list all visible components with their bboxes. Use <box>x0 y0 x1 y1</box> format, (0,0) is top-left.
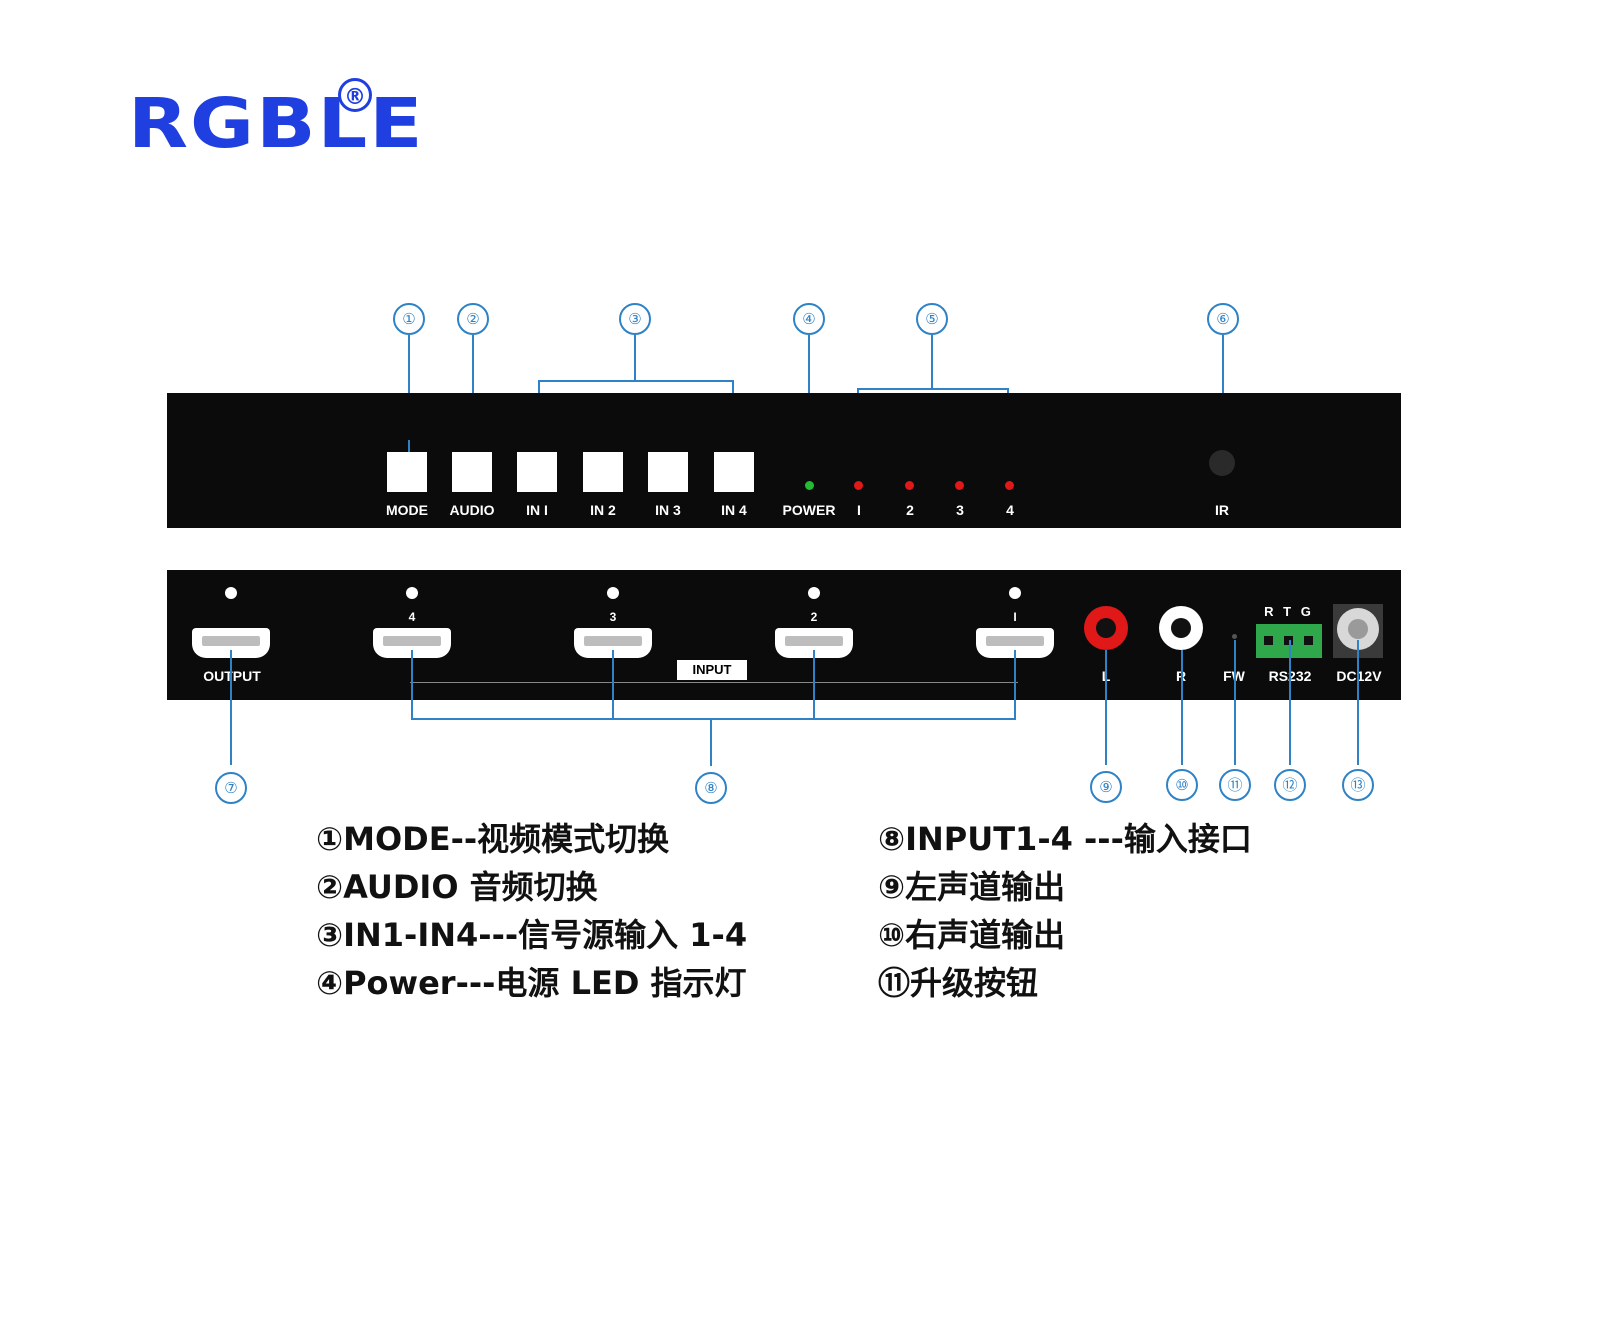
leader-line-8 <box>710 718 712 766</box>
input4-indicator <box>406 587 418 599</box>
input1-indicator <box>1009 587 1021 599</box>
mode-label: MODE <box>386 502 428 518</box>
input-group-label: INPUT <box>677 660 747 680</box>
led-label-3: 3 <box>956 502 964 518</box>
terminal-screw-icon <box>1264 636 1273 645</box>
input3-number: 3 <box>609 610 617 624</box>
led-label-4: 4 <box>1006 502 1014 518</box>
output-label: OUTPUT <box>203 668 261 684</box>
output-indicator <box>225 587 237 599</box>
legend-left-3: ③IN1-IN4---信号源输入 1-4 <box>316 916 748 954</box>
input-group-line <box>410 682 1018 683</box>
input-led-2 <box>905 481 914 490</box>
power-label: POWER <box>782 502 836 518</box>
terminal-screw-icon <box>1284 636 1293 645</box>
callout-7: ⑦ <box>215 772 247 804</box>
leader-line-10 <box>1181 650 1183 765</box>
in3-button[interactable] <box>648 452 688 492</box>
audio-right-rca-port[interactable] <box>1159 606 1203 650</box>
bracket-line-8 <box>411 718 1016 720</box>
callout-5: ⑤ <box>916 303 948 335</box>
mode-button[interactable] <box>387 452 427 492</box>
leader-tip-1 <box>408 440 410 452</box>
input4-number: 4 <box>408 610 416 624</box>
callout-2: ② <box>457 303 489 335</box>
leader-line-7 <box>230 650 232 765</box>
audio-button[interactable] <box>452 452 492 492</box>
callout-8: ⑧ <box>695 772 727 804</box>
led-label-2: 2 <box>906 502 914 518</box>
bracket-line-3 <box>538 380 734 382</box>
leader-line-13 <box>1357 640 1359 765</box>
in4-button[interactable] <box>714 452 754 492</box>
in4-label: IN 4 <box>721 502 747 518</box>
callout-12: ⑫ <box>1274 769 1306 801</box>
callout-10: ⑩ <box>1166 769 1198 801</box>
callout-9: ⑨ <box>1090 771 1122 803</box>
audio-label: AUDIO <box>449 502 495 518</box>
front-panel <box>167 393 1401 528</box>
leader-line-3 <box>634 335 636 381</box>
hdmi-input-3-port[interactable] <box>574 628 652 658</box>
in3-label: IN 3 <box>655 502 681 518</box>
callout-3: ③ <box>619 303 651 335</box>
audio-left-rca-port[interactable] <box>1084 606 1128 650</box>
brand-logo: RGBLE <box>128 84 425 164</box>
rs232-pin-labels: R T G <box>1264 604 1314 619</box>
leader-line-12 <box>1289 640 1291 765</box>
input2-number: 2 <box>810 610 818 624</box>
bracket-leg-8d <box>1014 650 1016 720</box>
in2-label: IN 2 <box>590 502 616 518</box>
callout-4: ④ <box>793 303 825 335</box>
legend-right-1: ⑧INPUT1-4 ---输入接口 <box>878 820 1252 858</box>
callout-1: ① <box>393 303 425 335</box>
legend-right-4: ⑪升级按钮 <box>878 964 1039 1002</box>
in1-label: IN I <box>526 502 548 518</box>
power-led <box>805 481 814 490</box>
input-led-3 <box>955 481 964 490</box>
legend-right-3: ⑩右声道输出 <box>878 916 1066 954</box>
legend-left-1: ①MODE--视频模式切换 <box>316 820 670 858</box>
jack-center-icon <box>1348 619 1368 639</box>
input-led-4 <box>1005 481 1014 490</box>
terminal-screw-icon <box>1304 636 1313 645</box>
bracket-leg-8b <box>612 650 614 720</box>
leader-line-11 <box>1234 640 1236 765</box>
leader-line-9 <box>1105 650 1107 765</box>
rca-center-icon <box>1171 618 1191 638</box>
input-led-1 <box>854 481 863 490</box>
input2-indicator <box>808 587 820 599</box>
input3-indicator <box>607 587 619 599</box>
led-label-1: I <box>857 502 861 518</box>
bracket-leg-8a <box>411 650 413 720</box>
bracket-leg-8c <box>813 650 815 720</box>
callout-13: ⑬ <box>1342 769 1374 801</box>
bracket-line-5 <box>857 388 1009 390</box>
in2-button[interactable] <box>583 452 623 492</box>
legend-left-2: ②AUDIO 音频切换 <box>316 868 598 906</box>
dc-label: DC12V <box>1322 668 1396 684</box>
in1-button[interactable] <box>517 452 557 492</box>
callout-6: ⑥ <box>1207 303 1239 335</box>
leader-line-5 <box>931 335 933 389</box>
ir-sensor-icon <box>1209 450 1235 476</box>
legend-right-2: ⑨左声道输出 <box>878 868 1066 906</box>
fw-button[interactable] <box>1232 634 1237 639</box>
registered-mark: ® <box>338 78 372 112</box>
rca-center-icon <box>1096 618 1116 638</box>
hdmi-output-port[interactable] <box>192 628 270 658</box>
fw-label: FW <box>1214 668 1254 684</box>
legend-left-4: ④Power---电源 LED 指示灯 <box>316 964 747 1002</box>
callout-11: ⑪ <box>1219 769 1251 801</box>
input1-number: I <box>1013 610 1017 624</box>
ir-label: IR <box>1215 502 1229 518</box>
